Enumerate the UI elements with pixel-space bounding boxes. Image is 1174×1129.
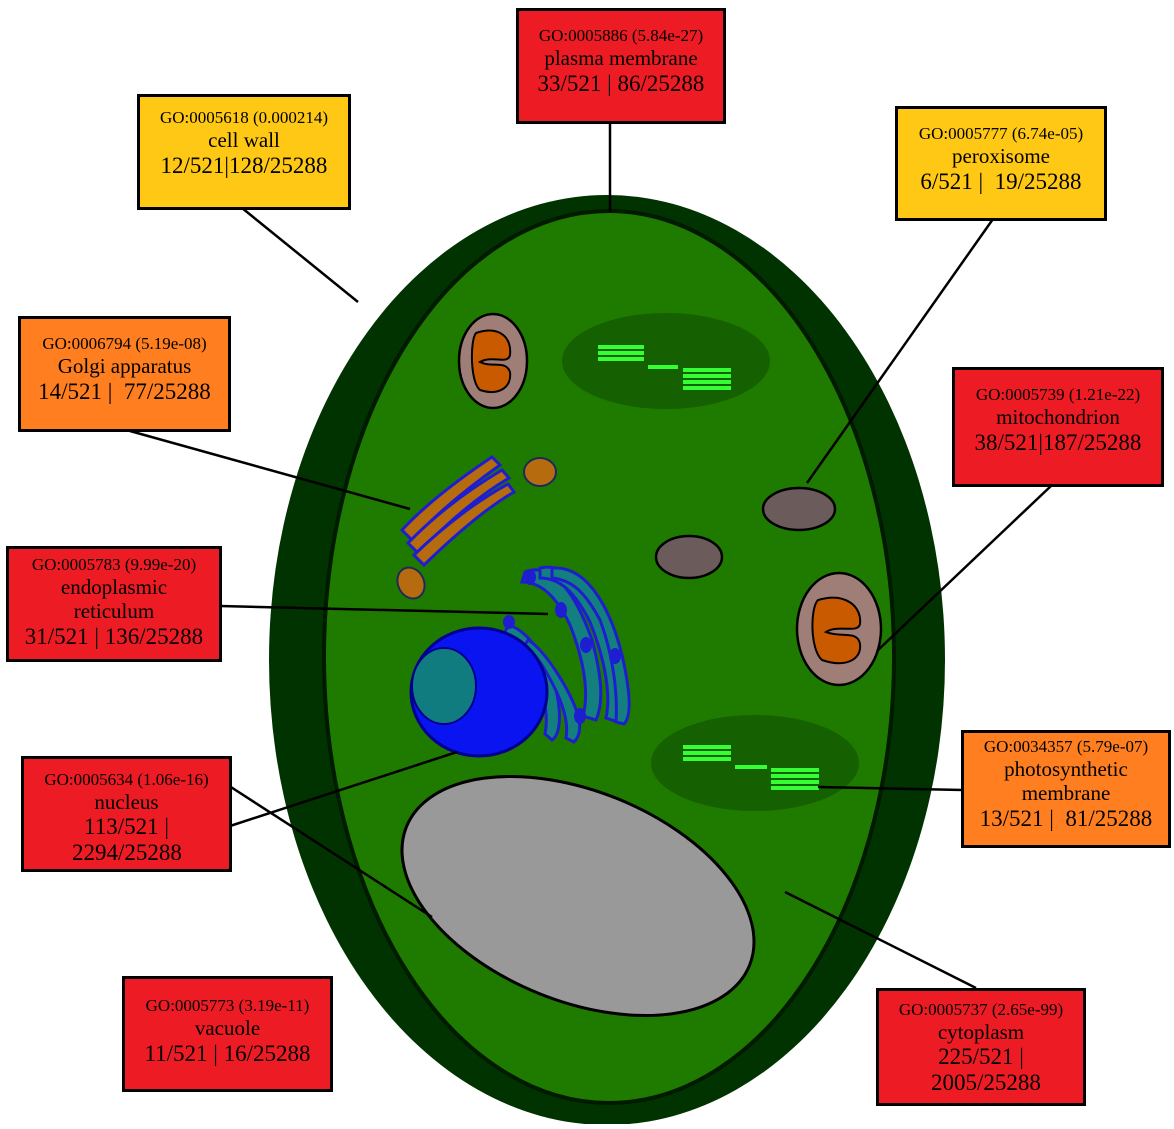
go-id-peroxisome: GO:0005777 (6.74e-05) bbox=[898, 123, 1104, 144]
go-id-nucleus: GO:0005634 (1.06e-16) bbox=[24, 769, 229, 790]
counts-cytoplasm: 225/521 | 2005/25288 bbox=[879, 1044, 1083, 1096]
counts-plasma-membrane: 33/521 | 86/25288 bbox=[519, 70, 723, 97]
counts-golgi: 14/521 | 77/25288 bbox=[21, 378, 228, 405]
term-name-cytoplasm: cytoplasm bbox=[879, 1020, 1083, 1044]
term-name-cell-wall: cell wall bbox=[140, 128, 348, 152]
go-id-mitochondrion: GO:0005739 (1.21e-22) bbox=[955, 384, 1161, 405]
term-name-nucleus: nucleus bbox=[24, 790, 229, 814]
label-golgi-apparatus: GO:0006794 (5.19e-08) Golgi apparatus 14… bbox=[18, 316, 231, 432]
term-name-golgi: Golgi apparatus bbox=[21, 354, 228, 378]
chloroplast-top bbox=[562, 313, 770, 409]
golgi-vesicle-1 bbox=[524, 458, 556, 486]
counts-photosynthetic-membrane: 13/521 | 81/25288 bbox=[964, 805, 1168, 832]
nucleus-shape bbox=[411, 628, 547, 756]
go-id-cytoplasm: GO:0005737 (2.65e-99) bbox=[879, 999, 1083, 1020]
label-mitochondrion: GO:0005739 (1.21e-22) mitochondrion 38/5… bbox=[952, 367, 1164, 487]
label-photosynthetic-membrane: GO:0034357 (5.79e-07) photosynthetic mem… bbox=[961, 730, 1171, 848]
go-id-plasma-membrane: GO:0005886 (5.84e-27) bbox=[519, 25, 723, 46]
label-vacuole: GO:0005773 (3.19e-11) vacuole 11/521 | 1… bbox=[122, 976, 333, 1092]
term-name-mitochondrion: mitochondrion bbox=[955, 405, 1161, 429]
term-name-er: endoplasmic reticulum bbox=[9, 575, 219, 623]
term-name-photosynthetic-membrane: photosynthetic membrane bbox=[964, 757, 1168, 805]
term-name-peroxisome: peroxisome bbox=[898, 144, 1104, 168]
label-endoplasmic-reticulum: GO:0005783 (9.99e-20) endoplasmic reticu… bbox=[6, 546, 222, 662]
peroxisome-shape-1 bbox=[763, 488, 835, 530]
label-peroxisome: GO:0005777 (6.74e-05) peroxisome 6/521 |… bbox=[895, 106, 1107, 221]
counts-peroxisome: 6/521 | 19/25288 bbox=[898, 168, 1104, 195]
counts-er: 31/521 | 136/25288 bbox=[9, 623, 219, 650]
term-name-plasma-membrane: plasma membrane bbox=[519, 46, 723, 70]
label-nucleus: GO:0005634 (1.06e-16) nucleus 113/521 | … bbox=[21, 756, 232, 872]
peroxisome-shape-2 bbox=[656, 536, 722, 578]
go-id-golgi: GO:0006794 (5.19e-08) bbox=[21, 333, 228, 354]
chloroplast-bottom bbox=[651, 715, 859, 811]
label-cytoplasm: GO:0005737 (2.65e-99) cytoplasm 225/521 … bbox=[876, 988, 1086, 1106]
label-plasma-membrane: GO:0005886 (5.84e-27) plasma membrane 33… bbox=[516, 8, 726, 124]
counts-cell-wall: 12/521|128/25288 bbox=[140, 152, 348, 179]
go-id-vacuole: GO:0005773 (3.19e-11) bbox=[125, 995, 330, 1016]
counts-vacuole: 11/521 | 16/25288 bbox=[125, 1040, 330, 1067]
go-id-photosynthetic-membrane: GO:0034357 (5.79e-07) bbox=[964, 736, 1168, 757]
go-id-cell-wall: GO:0005618 (0.000214) bbox=[140, 107, 348, 128]
label-cell-wall: GO:0005618 (0.000214) cell wall 12/521|1… bbox=[137, 94, 351, 210]
mitochondrion-top bbox=[459, 314, 527, 408]
counts-nucleus: 113/521 | 2294/25288 bbox=[24, 814, 229, 866]
go-id-er: GO:0005783 (9.99e-20) bbox=[9, 554, 219, 575]
counts-mitochondrion: 38/521|187/25288 bbox=[955, 429, 1161, 456]
mitochondrion-right bbox=[797, 573, 881, 685]
term-name-vacuole: vacuole bbox=[125, 1016, 330, 1040]
